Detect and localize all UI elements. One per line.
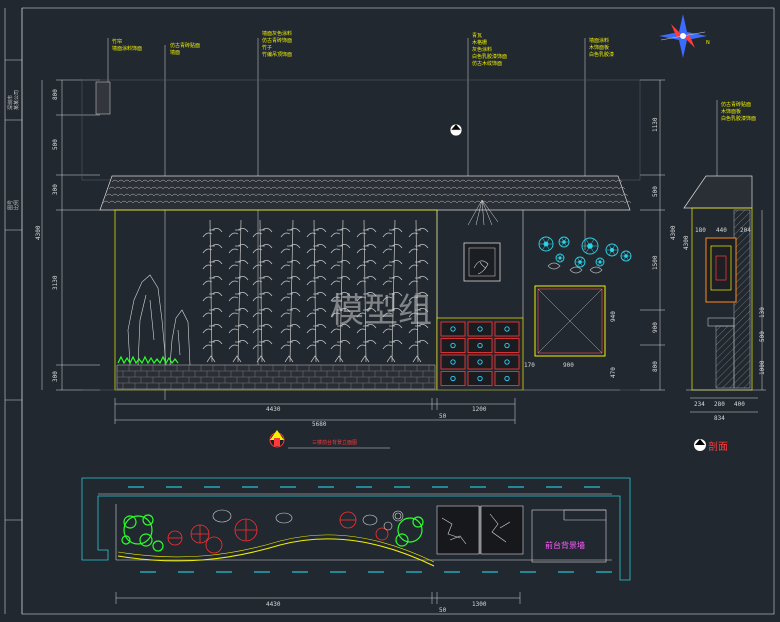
svg-text:130: 130 (759, 307, 766, 318)
grass (117, 355, 179, 365)
svg-text:1130: 1130 (652, 117, 659, 132)
svg-text:剖面: 剖面 (708, 440, 728, 453)
svg-text:3130: 3130 (52, 275, 59, 290)
watermark-text: 模型组 (330, 291, 432, 331)
red-flower-plants (167, 511, 389, 554)
svg-text:4300: 4300 (670, 225, 677, 240)
elevation-view: 940 470 170 900 (81, 79, 641, 391)
right-dimension-chain (640, 79, 665, 391)
stepping-stones (212, 509, 404, 531)
svg-text:500: 500 (652, 186, 659, 197)
svg-text:前台背景墙: 前台背景墙 (545, 540, 585, 550)
svg-text:木饰面板: 木饰面板 (589, 44, 609, 51)
svg-text:1000: 1000 (759, 360, 766, 375)
svg-text:白色乳胶漆: 白色乳胶漆 (589, 51, 614, 58)
svg-text:N: N (706, 40, 710, 46)
svg-text:234: 234 (694, 401, 705, 408)
svg-text:青瓦: 青瓦 (472, 32, 482, 39)
plan-view: 前台背景墙 (81, 477, 631, 581)
elevation-bottom-dims (114, 398, 516, 424)
brick-base (116, 364, 436, 390)
drawer-cabinet (436, 317, 524, 391)
svg-text:300: 300 (52, 184, 59, 195)
svg-text:834: 834 (714, 415, 725, 422)
svg-text:白色乳胶漆饰面: 白色乳胶漆饰面 (472, 53, 507, 60)
sidebar-text: 深圳市 某某公司 图号 比例 (7, 90, 20, 210)
svg-text:500: 500 (759, 331, 766, 342)
rockery (127, 274, 191, 366)
svg-text:比例: 比例 (13, 200, 20, 210)
framed-painting (463, 242, 501, 282)
annotation-notes: 竹帘 墙面涂料饰面 仿古青砖贴面 墙面 墙面灰色涂料 仿古青砖饰面 竹子 竹编吊… (112, 30, 756, 122)
elevation-title: 三楼前台背景立面图 (269, 430, 390, 449)
svg-text:1200: 1200 (472, 406, 487, 413)
svg-text:仿古青砖贴面: 仿古青砖贴面 (721, 101, 751, 108)
svg-text:4300: 4300 (35, 225, 42, 240)
svg-text:400: 400 (734, 401, 745, 408)
svg-text:仿古青砖饰面: 仿古青砖饰面 (262, 37, 292, 44)
svg-text:204: 204 (740, 227, 751, 234)
svg-text:4430: 4430 (266, 601, 281, 608)
sheet-frame (4, 7, 775, 615)
svg-text:白色乳胶漆饰面: 白色乳胶漆饰面 (721, 115, 756, 122)
svg-text:4430: 4430 (266, 406, 281, 413)
svg-text:50: 50 (439, 607, 447, 614)
green-shrubs (121, 514, 424, 552)
svg-text:木饰面板: 木饰面板 (721, 108, 741, 115)
svg-text:三楼前台背景立面图: 三楼前台背景立面图 (312, 439, 357, 446)
svg-text:图号: 图号 (8, 200, 14, 210)
svg-text:800: 800 (52, 89, 59, 100)
svg-text:170: 170 (524, 362, 535, 369)
svg-text:5680: 5680 (312, 421, 327, 428)
svg-text:500: 500 (52, 139, 59, 150)
svg-text:某某公司: 某某公司 (14, 90, 20, 110)
plan-bottom-dims (115, 592, 521, 604)
svg-text:900: 900 (563, 362, 574, 369)
svg-text:竹子: 竹子 (262, 44, 272, 51)
svg-text:280: 280 (714, 401, 725, 408)
svg-text:深圳市: 深圳市 (7, 95, 14, 110)
svg-text:仿古青砖贴面: 仿古青砖贴面 (170, 42, 200, 49)
svg-text:竹帘: 竹帘 (112, 38, 122, 45)
svg-text:1300: 1300 (472, 601, 487, 608)
section-view: 180 440 204 234 280 400 834 4300 130 500… (683, 175, 766, 422)
svg-text:墙面涂料饰面: 墙面涂料饰面 (112, 45, 142, 52)
svg-text:灰色涂料: 灰色涂料 (472, 46, 492, 53)
svg-text:1500: 1500 (652, 255, 659, 270)
compass-icon (659, 14, 707, 58)
left-dimension-labels: 800 500 300 4300 3130 300 (35, 89, 59, 382)
svg-text:墙面灰色涂料: 墙面灰色涂料 (262, 30, 292, 37)
svg-text:木格栅: 木格栅 (472, 39, 487, 46)
svg-text:470: 470 (610, 367, 617, 378)
svg-text:180: 180 (695, 227, 706, 234)
svg-text:900: 900 (652, 322, 659, 333)
svg-text:300: 300 (52, 371, 59, 382)
svg-text:仿古木纹饰面: 仿古木纹饰面 (472, 60, 502, 67)
svg-text:4300: 4300 (683, 235, 690, 250)
section-label: 剖面 (694, 439, 728, 453)
bamboo-grove (202, 219, 429, 363)
recessed-panel (534, 285, 606, 357)
svg-text:800: 800 (652, 361, 659, 372)
left-dimension-chain (41, 79, 100, 391)
svg-text:竹编吊顶饰面: 竹编吊顶饰面 (262, 51, 292, 58)
roof-tiles (99, 175, 632, 211)
svg-text:墙面: 墙面 (170, 49, 180, 56)
svg-text:440: 440 (716, 227, 727, 234)
svg-text:墙面涂料: 墙面涂料 (589, 37, 609, 44)
svg-text:50: 50 (439, 413, 447, 420)
svg-text:940: 940 (610, 311, 617, 322)
right-dimension-labels: 1130 500 1500 4300 900 800 (652, 117, 677, 372)
ceiling-lamp-icon (449, 123, 499, 226)
wall-flower-decoration (538, 236, 632, 274)
